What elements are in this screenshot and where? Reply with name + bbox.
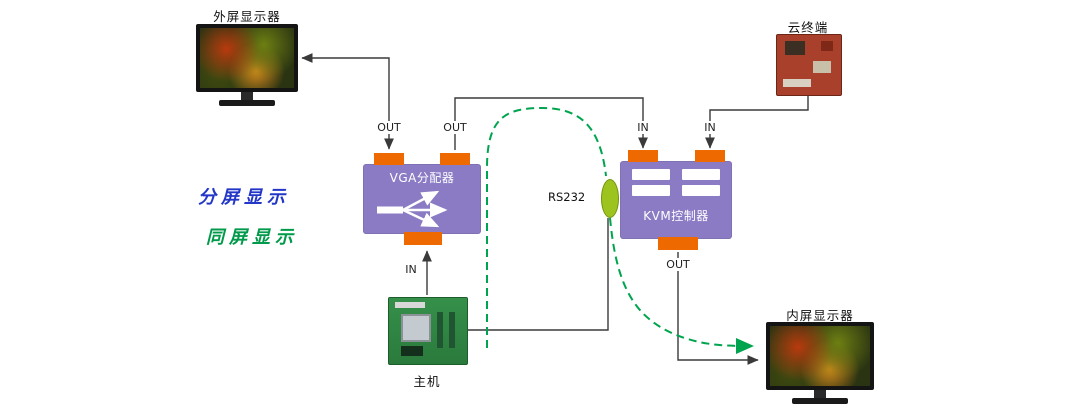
external-monitor [196, 24, 298, 106]
kvm-port-in-left [628, 150, 658, 162]
vga-splitter-box: VGA分配器 [363, 153, 481, 245]
io-port-strip [395, 302, 425, 308]
legend-split-screen-text: 分屏显示 [198, 187, 290, 208]
external-monitor-stand-neck [241, 92, 253, 100]
internal-monitor-label: 内屏显示器 [786, 308, 854, 323]
kvm-port-out-bottom [658, 237, 698, 250]
internal-monitor-stand-neck [814, 390, 826, 398]
rs232-connector-oval [601, 179, 619, 218]
kvm-port-label-in-right: IN [693, 121, 727, 134]
kvm-slot [682, 185, 720, 196]
chip-detail [401, 346, 423, 356]
internal-monitor-image [770, 326, 870, 386]
legend-same-screen-text: 同屏显示 [206, 227, 298, 248]
kvm-port-in-right [695, 150, 725, 162]
vga-port-label-out-right: OUT [438, 121, 472, 134]
vga-port-out-right [440, 153, 470, 165]
chip-detail [821, 41, 833, 51]
host-label: 主机 [413, 374, 441, 389]
external-monitor-image [200, 28, 294, 88]
split-arrows-icon [377, 190, 448, 228]
internal-monitor-screen [766, 322, 874, 390]
internal-monitor-stand-base [792, 398, 848, 404]
kvm-port-label-in-left: IN [626, 121, 660, 134]
kvm-controller-box: KVM控制器 [620, 150, 732, 250]
external-monitor-label: 外屏显示器 [213, 9, 281, 24]
line-vga-out-to-kvm-in [454, 97, 648, 150]
vga-port-label-out-left: OUT [372, 121, 406, 134]
host-board [388, 297, 468, 365]
cloud-terminal-board [776, 34, 842, 96]
line-vga-out-to-external-monitor [301, 53, 394, 150]
external-monitor-screen [196, 24, 298, 92]
internal-monitor [766, 322, 874, 404]
vga-port-label-in-bottom: IN [398, 263, 424, 276]
connector-strip [783, 79, 811, 87]
cpu-socket [401, 314, 431, 342]
kvm-slot [682, 169, 720, 180]
line-host-to-rs232-port [466, 218, 609, 331]
dashed-same-screen-path-1 [486, 106, 607, 348]
vga-port-out-left [374, 153, 404, 165]
memory-slot [449, 312, 455, 348]
kvm-controller-title: KVM控制器 [643, 209, 709, 223]
chip-detail [785, 41, 805, 55]
rs232-label: RS232 [548, 190, 586, 204]
kvm-port-label-out-bottom: OUT [661, 258, 695, 271]
vga-splitter-title: VGA分配器 [389, 171, 455, 185]
kvm-slot [632, 169, 670, 180]
chip-detail [813, 61, 831, 73]
vga-port-in-bottom [404, 232, 442, 245]
kvm-slot [632, 185, 670, 196]
external-monitor-stand-base [219, 100, 275, 106]
memory-slot [437, 312, 443, 348]
cloud-terminal-label: 云终端 [787, 20, 829, 35]
